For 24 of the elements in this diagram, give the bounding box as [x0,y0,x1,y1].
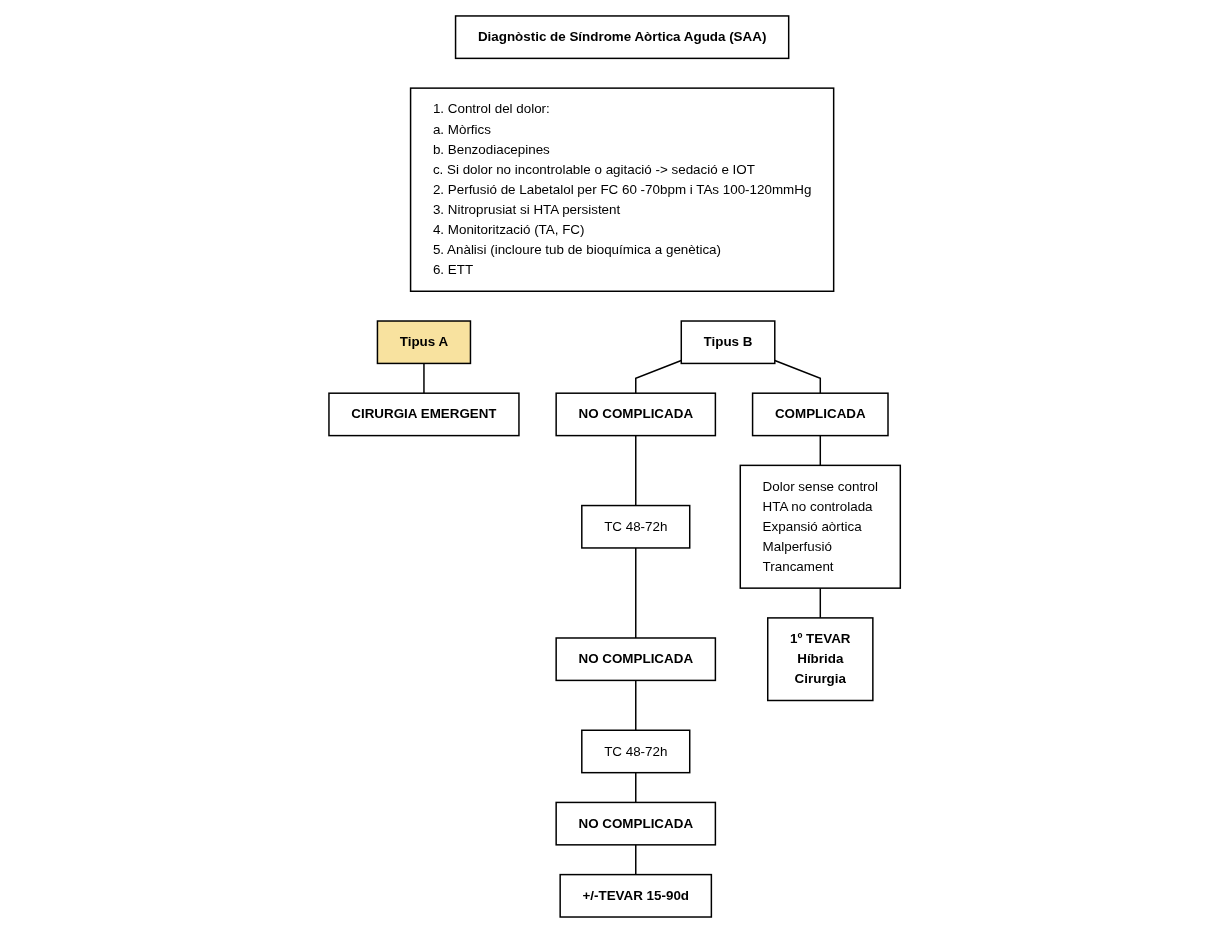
node-box: CIRURGIA EMERGENT [328,392,520,437]
node-box: 1º TEVAR Híbrida Cirurgia [766,617,874,702]
node-box: NO COMPLICADA [555,637,716,682]
connector [773,359,821,394]
connector [819,434,821,467]
node-box: TC 48-72h [580,504,691,549]
connector [634,844,637,876]
node-box: Tipus B [680,320,776,365]
connector [634,771,637,804]
node-box: Diagnòstic de Síndrome Aòrtica Aguda (SAA) [454,15,790,60]
node-box: Tipus A [376,320,472,365]
node-box: TC 48-72h [580,729,691,774]
node-box: Dolor sense control HTA no controlada Expansió aòrtica Malperfusió Trancament [739,464,901,589]
node-box: COMPLICADA [751,392,889,437]
node-box: 1. Control del dolor: a. Mòrfics b. Benzodiacepines c. Si dolor no incontrolable o agitació -> sedació e IOT 2. Perfusió de Labetalol per FC 60 -70bpm i TAs 100-120mmHg 3. Nitroprusiat si HTA persistent 4. Monitorització (TA, FC) 5. Anàlisi (incloure tub de bioquímica a genètica) 6. ETT [409,87,835,292]
connector [423,362,425,394]
connector [634,547,637,639]
connector [819,587,821,619]
node-box: NO COMPLICADA [555,392,716,437]
connector [634,359,682,394]
connector [634,434,637,507]
node-box: +/-TEVAR 15-90d [559,873,712,918]
node-box: NO COMPLICADA [555,801,716,846]
connector [634,679,637,731]
